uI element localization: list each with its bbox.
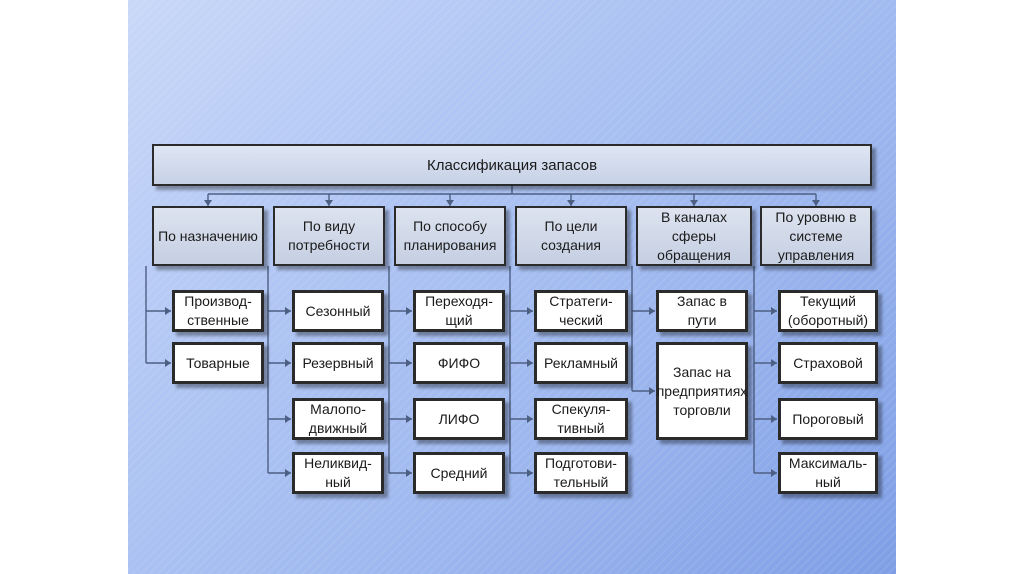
- item-at-trade-enterprises: Запас на предприятиях торговли: [656, 342, 748, 440]
- arrow-head: [406, 469, 412, 477]
- arrow-head: [527, 469, 533, 477]
- item-advertising: Рекламный: [534, 342, 628, 384]
- arrow-head: [446, 200, 454, 206]
- arrow-head: [771, 415, 777, 423]
- item-threshold: Пороговый: [778, 398, 878, 440]
- arrow-head: [285, 359, 291, 367]
- arrow-head: [165, 307, 171, 315]
- arrow-head: [527, 307, 533, 315]
- item-lifo: ЛИФО: [413, 398, 505, 440]
- item-current: Текущий (оборотный): [778, 290, 878, 332]
- item-transitional: Переходя-щий: [413, 290, 505, 332]
- group-header-purpose-of-creation: По цели создания: [515, 206, 627, 266]
- arrow-head: [285, 415, 291, 423]
- item-production: Производ-ственные: [172, 290, 264, 332]
- arrow-head: [527, 359, 533, 367]
- item-seasonal: Сезонный: [292, 290, 384, 332]
- arrow-head: [771, 469, 777, 477]
- item-strategic: Стратеги-ческий: [534, 290, 628, 332]
- item-average: Средний: [413, 452, 505, 494]
- arrow-head: [567, 200, 575, 206]
- group-header-management-level: По уровню в системе управления: [760, 206, 872, 266]
- arrow-head: [204, 200, 212, 206]
- item-preparatory: Подготови-тельный: [534, 452, 628, 494]
- item-commodity: Товарные: [172, 342, 264, 384]
- arrow-head: [406, 415, 412, 423]
- group-header-circulation-channels: В каналах сферы обращения: [636, 206, 752, 266]
- arrow-head: [690, 200, 698, 206]
- item-maximum: Максималь-ный: [778, 452, 878, 494]
- item-fifo: ФИФО: [413, 342, 505, 384]
- arrow-head: [527, 415, 533, 423]
- item-safety: Страховой: [778, 342, 878, 384]
- arrow-head: [325, 200, 333, 206]
- slide-background: [128, 0, 896, 574]
- group-header-purpose: По назначению: [152, 206, 264, 266]
- item-speculative: Спекуля-тивный: [534, 398, 628, 440]
- item-illiquid: Неликвид-ный: [292, 452, 384, 494]
- item-reserve: Резервный: [292, 342, 384, 384]
- arrow-head: [812, 200, 820, 206]
- arrow-head: [649, 307, 655, 315]
- arrow-head: [649, 387, 655, 395]
- arrow-head: [771, 359, 777, 367]
- arrow-head: [285, 469, 291, 477]
- group-header-need-type: По виду потребности: [273, 206, 385, 266]
- item-slow-moving: Малопо-движный: [292, 398, 384, 440]
- item-in-transit: Запас в пути: [656, 290, 748, 332]
- arrow-head: [771, 307, 777, 315]
- group-header-planning-method: По способу планирования: [394, 206, 506, 266]
- diagram-title: Классификация запасов: [152, 144, 872, 186]
- arrow-head: [165, 359, 171, 367]
- arrow-head: [406, 359, 412, 367]
- arrow-head: [285, 307, 291, 315]
- arrow-head: [406, 307, 412, 315]
